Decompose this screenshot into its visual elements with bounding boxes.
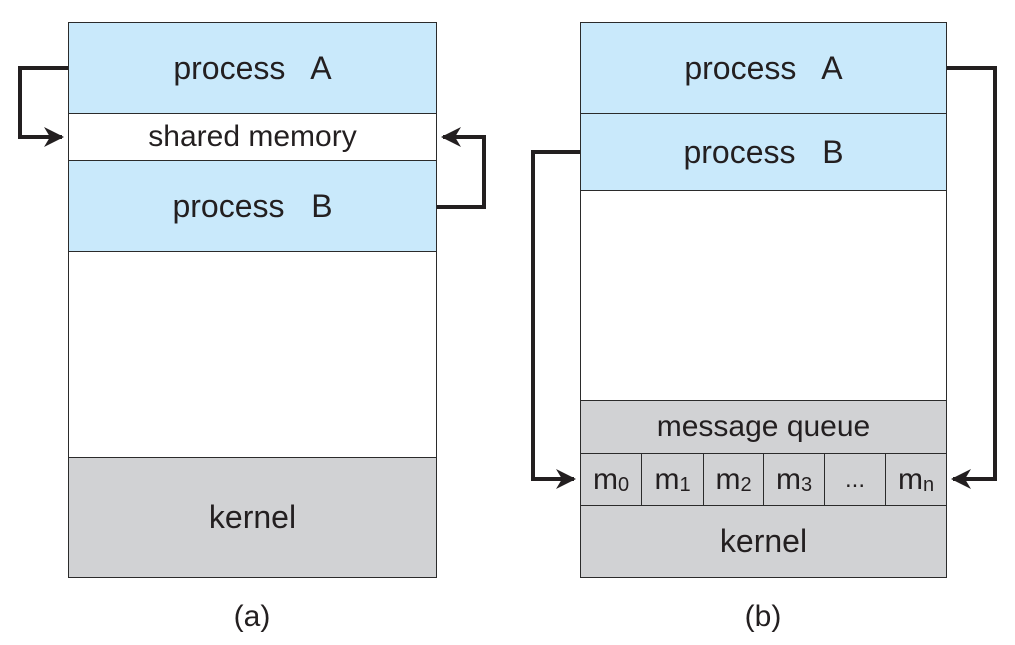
queue-cell-m1-base: m (654, 462, 680, 496)
panel-b-message-queue-label: message queue (580, 400, 947, 454)
queue-cell-mn-base: m (897, 462, 923, 496)
queue-cell-mn-sub: n (922, 474, 935, 496)
queue-cell-m0-sub: 0 (617, 474, 630, 496)
panel-a-shared-memory: shared memory (68, 113, 437, 161)
panel-b-free-space (580, 190, 947, 401)
panel-b-process-b: process B (580, 113, 947, 191)
panel-a-process-a: process A (68, 22, 437, 114)
panel-b-kernel: kernel (580, 505, 947, 578)
arrow-b-process-b-to-m0 (531, 150, 580, 489)
queue-cell-m3-base: m (775, 462, 801, 496)
panel-a-caption: (a) (233, 600, 271, 633)
panel-a-kernel: kernel (68, 457, 437, 578)
arrow-a-process-a-to-shared (18, 66, 68, 147)
queue-cell-m1-sub: 1 (679, 474, 691, 496)
panel-a-free-space (68, 251, 437, 458)
queue-cell-m2-sub: 2 (740, 474, 752, 496)
arrow-b-process-a-to-mn (947, 66, 997, 489)
queue-cell-m0-base: m (592, 462, 618, 496)
panel-b-caption: (b) (744, 600, 782, 633)
queue-cell-ellipsis-base: ... (844, 465, 865, 493)
queue-cell-ellipsis: ... (824, 453, 886, 506)
queue-cell-m3-sub: 3 (800, 474, 813, 496)
queue-cell-m2-base: m (715, 462, 741, 496)
panel-a-process-b: process B (68, 160, 437, 252)
arrow-a-process-b-to-shared (437, 127, 486, 209)
